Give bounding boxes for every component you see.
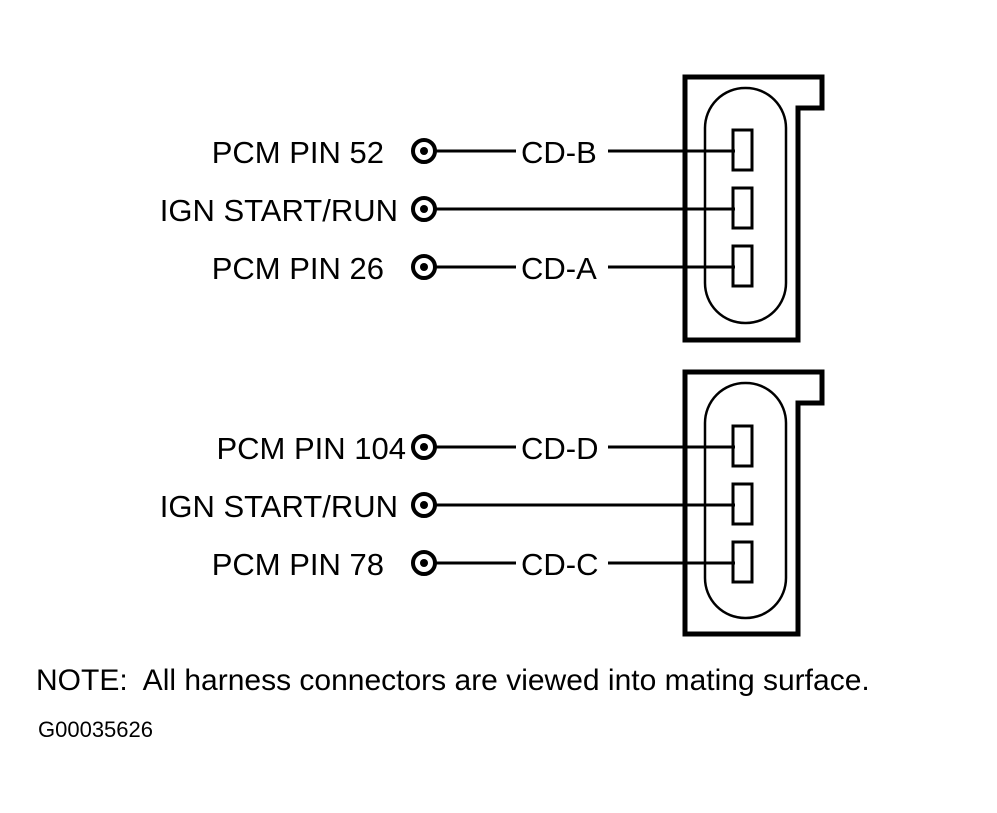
wire-source-label: IGN START/RUN [160, 489, 398, 524]
terminal-dot-icon [420, 205, 428, 213]
wire-row: PCM PIN 26 CD-A [212, 251, 735, 286]
circuit-label: CD-D [521, 431, 599, 466]
connector-1-terminal-3 [731, 244, 754, 288]
wire-source-label: PCM PIN 78 [212, 547, 384, 582]
terminal-dot-icon [420, 501, 428, 509]
terminal-dot-icon [420, 443, 428, 451]
connector-2-terminal-1 [731, 424, 754, 468]
wire-row: IGN START/RUN [160, 193, 735, 228]
circuit-label: CD-A [521, 251, 597, 286]
figure-id: G00035626 [38, 717, 153, 742]
connector-1-mating-face [703, 86, 788, 325]
diagram-note: NOTE: All harness connectors are viewed … [36, 664, 870, 697]
circuit-label: CD-B [521, 135, 597, 170]
connector-2: PCM PIN 104 CD-D IGN START/RUN PCM PIN 7… [160, 369, 825, 637]
connector-1-terminal-2 [731, 186, 754, 230]
terminal-dot-icon [420, 559, 428, 567]
connector-1-body [682, 74, 825, 343]
wire-source-label: IGN START/RUN [160, 193, 398, 228]
wire-row: PCM PIN 52 CD-B [212, 135, 735, 170]
connector-1: PCM PIN 52 CD-B IGN START/RUN PCM PIN 26… [160, 74, 825, 343]
connector-1-terminal-1 [731, 128, 754, 172]
terminal-dot-icon [420, 263, 428, 271]
wire-source-label: PCM PIN 26 [212, 251, 384, 286]
wire-source-label: PCM PIN 104 [216, 431, 406, 466]
circuit-label: CD-C [521, 547, 599, 582]
wire-source-label: PCM PIN 52 [212, 135, 384, 170]
wire-row: PCM PIN 104 CD-D [216, 431, 735, 466]
wire-row: PCM PIN 78 CD-C [212, 547, 735, 582]
terminal-dot-icon [420, 147, 428, 155]
connector-2-terminal-2 [731, 482, 754, 526]
connector-2-body [682, 369, 825, 637]
connector-2-mating-face [703, 381, 788, 620]
wire-row: IGN START/RUN [160, 489, 735, 524]
connector-2-terminal-3 [731, 540, 754, 584]
